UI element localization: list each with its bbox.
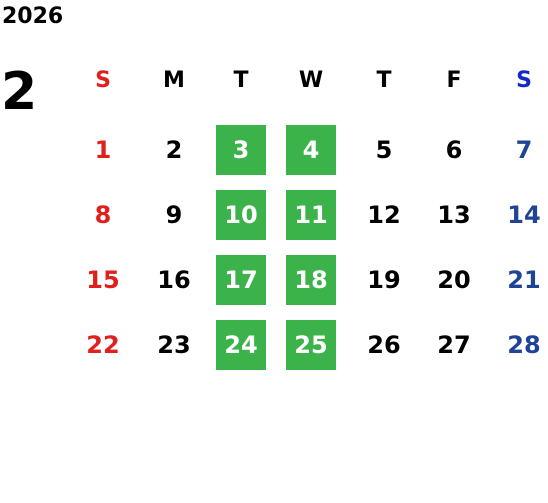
year-label: 2026 <box>2 4 64 29</box>
highlighted-day-cell: 24 <box>216 320 266 370</box>
day-cell: 26 <box>367 331 401 359</box>
day-cell: 6 <box>445 136 463 164</box>
day-cell: 9 <box>165 201 183 229</box>
day-cell: 20 <box>437 266 471 294</box>
highlighted-day-cell: 4 <box>286 125 336 175</box>
highlighted-day-cell: 3 <box>216 125 266 175</box>
day-cell: 12 <box>367 201 401 229</box>
highlighted-day-cell: 17 <box>216 255 266 305</box>
day-cell: 23 <box>157 331 191 359</box>
highlighted-day-cell: 25 <box>286 320 336 370</box>
day-cell: 28 <box>507 331 541 359</box>
day-cell: 19 <box>367 266 401 294</box>
weekday-header-sat: S <box>516 68 532 93</box>
day-cell: 21 <box>507 266 541 294</box>
day-cell: 5 <box>375 136 393 164</box>
day-cell: 22 <box>86 331 120 359</box>
day-cell: 2 <box>165 136 183 164</box>
day-cell: 1 <box>94 136 112 164</box>
weekday-header-fri: F <box>446 68 462 93</box>
weekday-header-mon: M <box>163 68 185 93</box>
month-number: 2 <box>1 62 38 122</box>
day-cell: 13 <box>437 201 471 229</box>
day-cell: 7 <box>515 136 533 164</box>
day-cell: 14 <box>507 201 541 229</box>
day-cell: 27 <box>437 331 471 359</box>
weekday-header-thu: T <box>376 68 392 93</box>
day-cell: 8 <box>94 201 112 229</box>
highlighted-day-cell: 10 <box>216 190 266 240</box>
highlighted-day-cell: 11 <box>286 190 336 240</box>
highlighted-day-cell: 18 <box>286 255 336 305</box>
weekday-header-tue: T <box>233 68 249 93</box>
weekday-header-sun: S <box>95 68 111 93</box>
day-cell: 16 <box>157 266 191 294</box>
weekday-header-wed: W <box>298 68 324 93</box>
day-cell: 15 <box>86 266 120 294</box>
